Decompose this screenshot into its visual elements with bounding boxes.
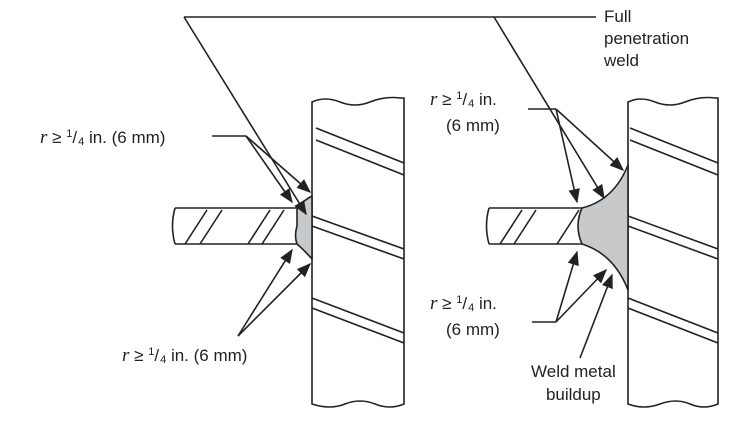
right-vertical-plate (627, 96, 719, 408)
label-weld-metal-buildup: Weld metal buildup (531, 362, 616, 404)
left-top-radius-leaders (212, 135, 312, 204)
label-full-penetration: Full penetration weld (604, 7, 690, 70)
right-bottom-radius-leaders (532, 250, 607, 323)
left-bottom-radius-leaders (237, 248, 312, 337)
left-vertical-plate (311, 96, 405, 408)
buildup-leader (579, 273, 613, 359)
left-horizontal-plate (171, 207, 297, 245)
right-horizontal-plate (485, 207, 582, 245)
right-weld-buildup (577, 164, 629, 291)
left-weld (294, 194, 313, 262)
label-left-bottom-radius: r ≥ 1/4 in. (6 mm) (122, 345, 248, 366)
label-right-bottom-radius: r ≥ 1/4 in. (6 mm) (430, 293, 500, 339)
label-left-top-radius: r ≥ 1/4 in. (6 mm) (40, 127, 166, 148)
right-top-radius-leaders (528, 108, 625, 204)
full-penetration-leaders (183, 16, 605, 216)
label-right-top-radius: r ≥ 1/4 in. (6 mm) (430, 89, 500, 135)
